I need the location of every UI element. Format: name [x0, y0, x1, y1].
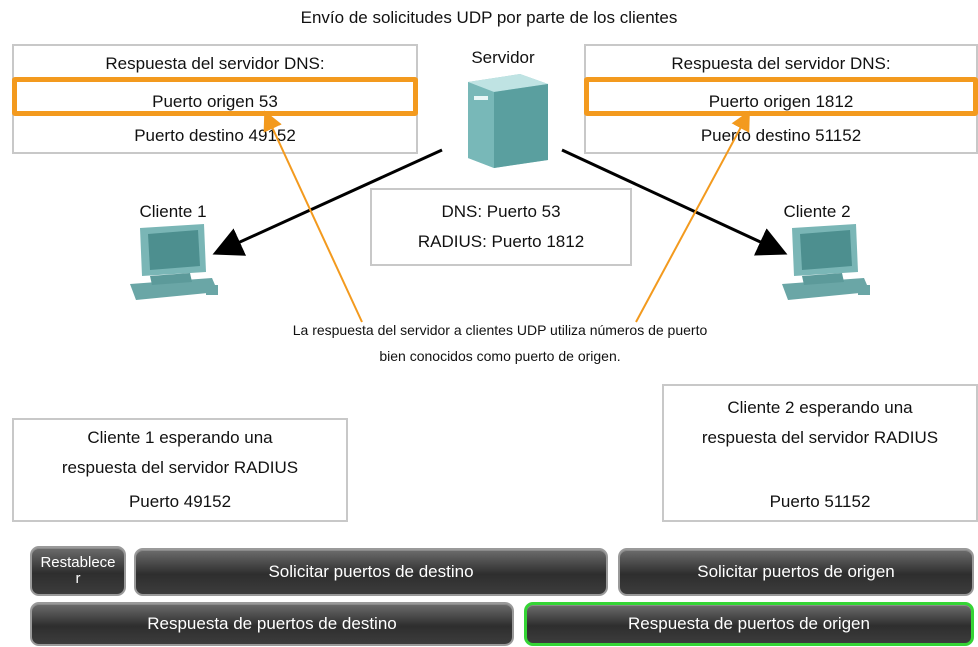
arrow-note-to-dns-port: [263, 110, 363, 323]
client2-waiting-line1: Cliente 2 esperando una: [727, 398, 913, 417]
dns-source-port-highlight: [12, 77, 418, 116]
radius-response-box: Respuesta del servidor DNS: Puerto orige…: [584, 44, 978, 154]
arrow-server-to-client2: [561, 148, 788, 256]
dns-port-label: DNS: Puerto 53: [441, 202, 561, 221]
computer-icon: [782, 224, 870, 300]
response-source-ports-button[interactable]: Respuesta de puertos de origen: [524, 602, 974, 646]
server-icon: [468, 74, 548, 168]
client1-label: Cliente 1: [139, 202, 207, 221]
client2-waiting-box: Cliente 2 esperando una respuesta del se…: [662, 384, 978, 522]
arrow-note-to-radius-port: [635, 110, 750, 323]
note-line2: bien conocidos como puerto de origen.: [379, 348, 621, 364]
diagram-title: Envío de solicitudes UDP por parte de lo…: [300, 8, 678, 27]
client2-waiting-line2: respuesta del servidor RADIUS: [701, 428, 939, 447]
note-line1: La respuesta del servidor a clientes UDP…: [292, 322, 708, 338]
client1-port: Puerto 49152: [128, 492, 232, 511]
client1-waiting-line1: Cliente 1 esperando una: [87, 428, 273, 447]
client2-port: Puerto 51152: [769, 492, 871, 511]
computer-icon: [130, 224, 218, 300]
client2-label: Cliente 2: [783, 202, 851, 221]
response-source-ports-label: Respuesta de puertos de origen: [628, 614, 870, 633]
request-dest-ports-button[interactable]: Solicitar puertos de destino: [134, 548, 608, 596]
dns-dest-port: Puerto destino 49152: [134, 126, 296, 145]
response-dest-ports-button[interactable]: Respuesta de puertos de destino: [30, 602, 514, 646]
dns-response-header: Respuesta del servidor DNS:: [105, 54, 325, 73]
reset-button[interactable]: Restablecer: [30, 546, 126, 596]
radius-port-label: RADIUS: Puerto 1812: [417, 232, 585, 251]
client1-waiting-box: Cliente 1 esperando una respuesta del se…: [12, 418, 348, 522]
reset-button-label: Restablecer: [40, 554, 116, 587]
radius-source-port: Puerto origen 1812: [708, 92, 854, 111]
radius-response-header: Respuesta del servidor DNS:: [671, 54, 891, 73]
radius-source-port-highlight: [584, 77, 978, 116]
request-dest-ports-label: Solicitar puertos de destino: [268, 562, 474, 581]
server-label: Servidor: [471, 48, 535, 67]
ports-box: DNS: Puerto 53 RADIUS: Puerto 1812: [370, 188, 632, 266]
dns-source-port: Puerto origen 53: [152, 92, 278, 111]
request-source-ports-button[interactable]: Solicitar puertos de origen: [618, 548, 974, 596]
arrow-server-to-client1: [212, 148, 443, 256]
response-dest-ports-label: Respuesta de puertos de destino: [147, 614, 397, 633]
request-source-ports-label: Solicitar puertos de origen: [697, 562, 895, 581]
client1-waiting-line2: respuesta del servidor RADIUS: [61, 458, 299, 477]
